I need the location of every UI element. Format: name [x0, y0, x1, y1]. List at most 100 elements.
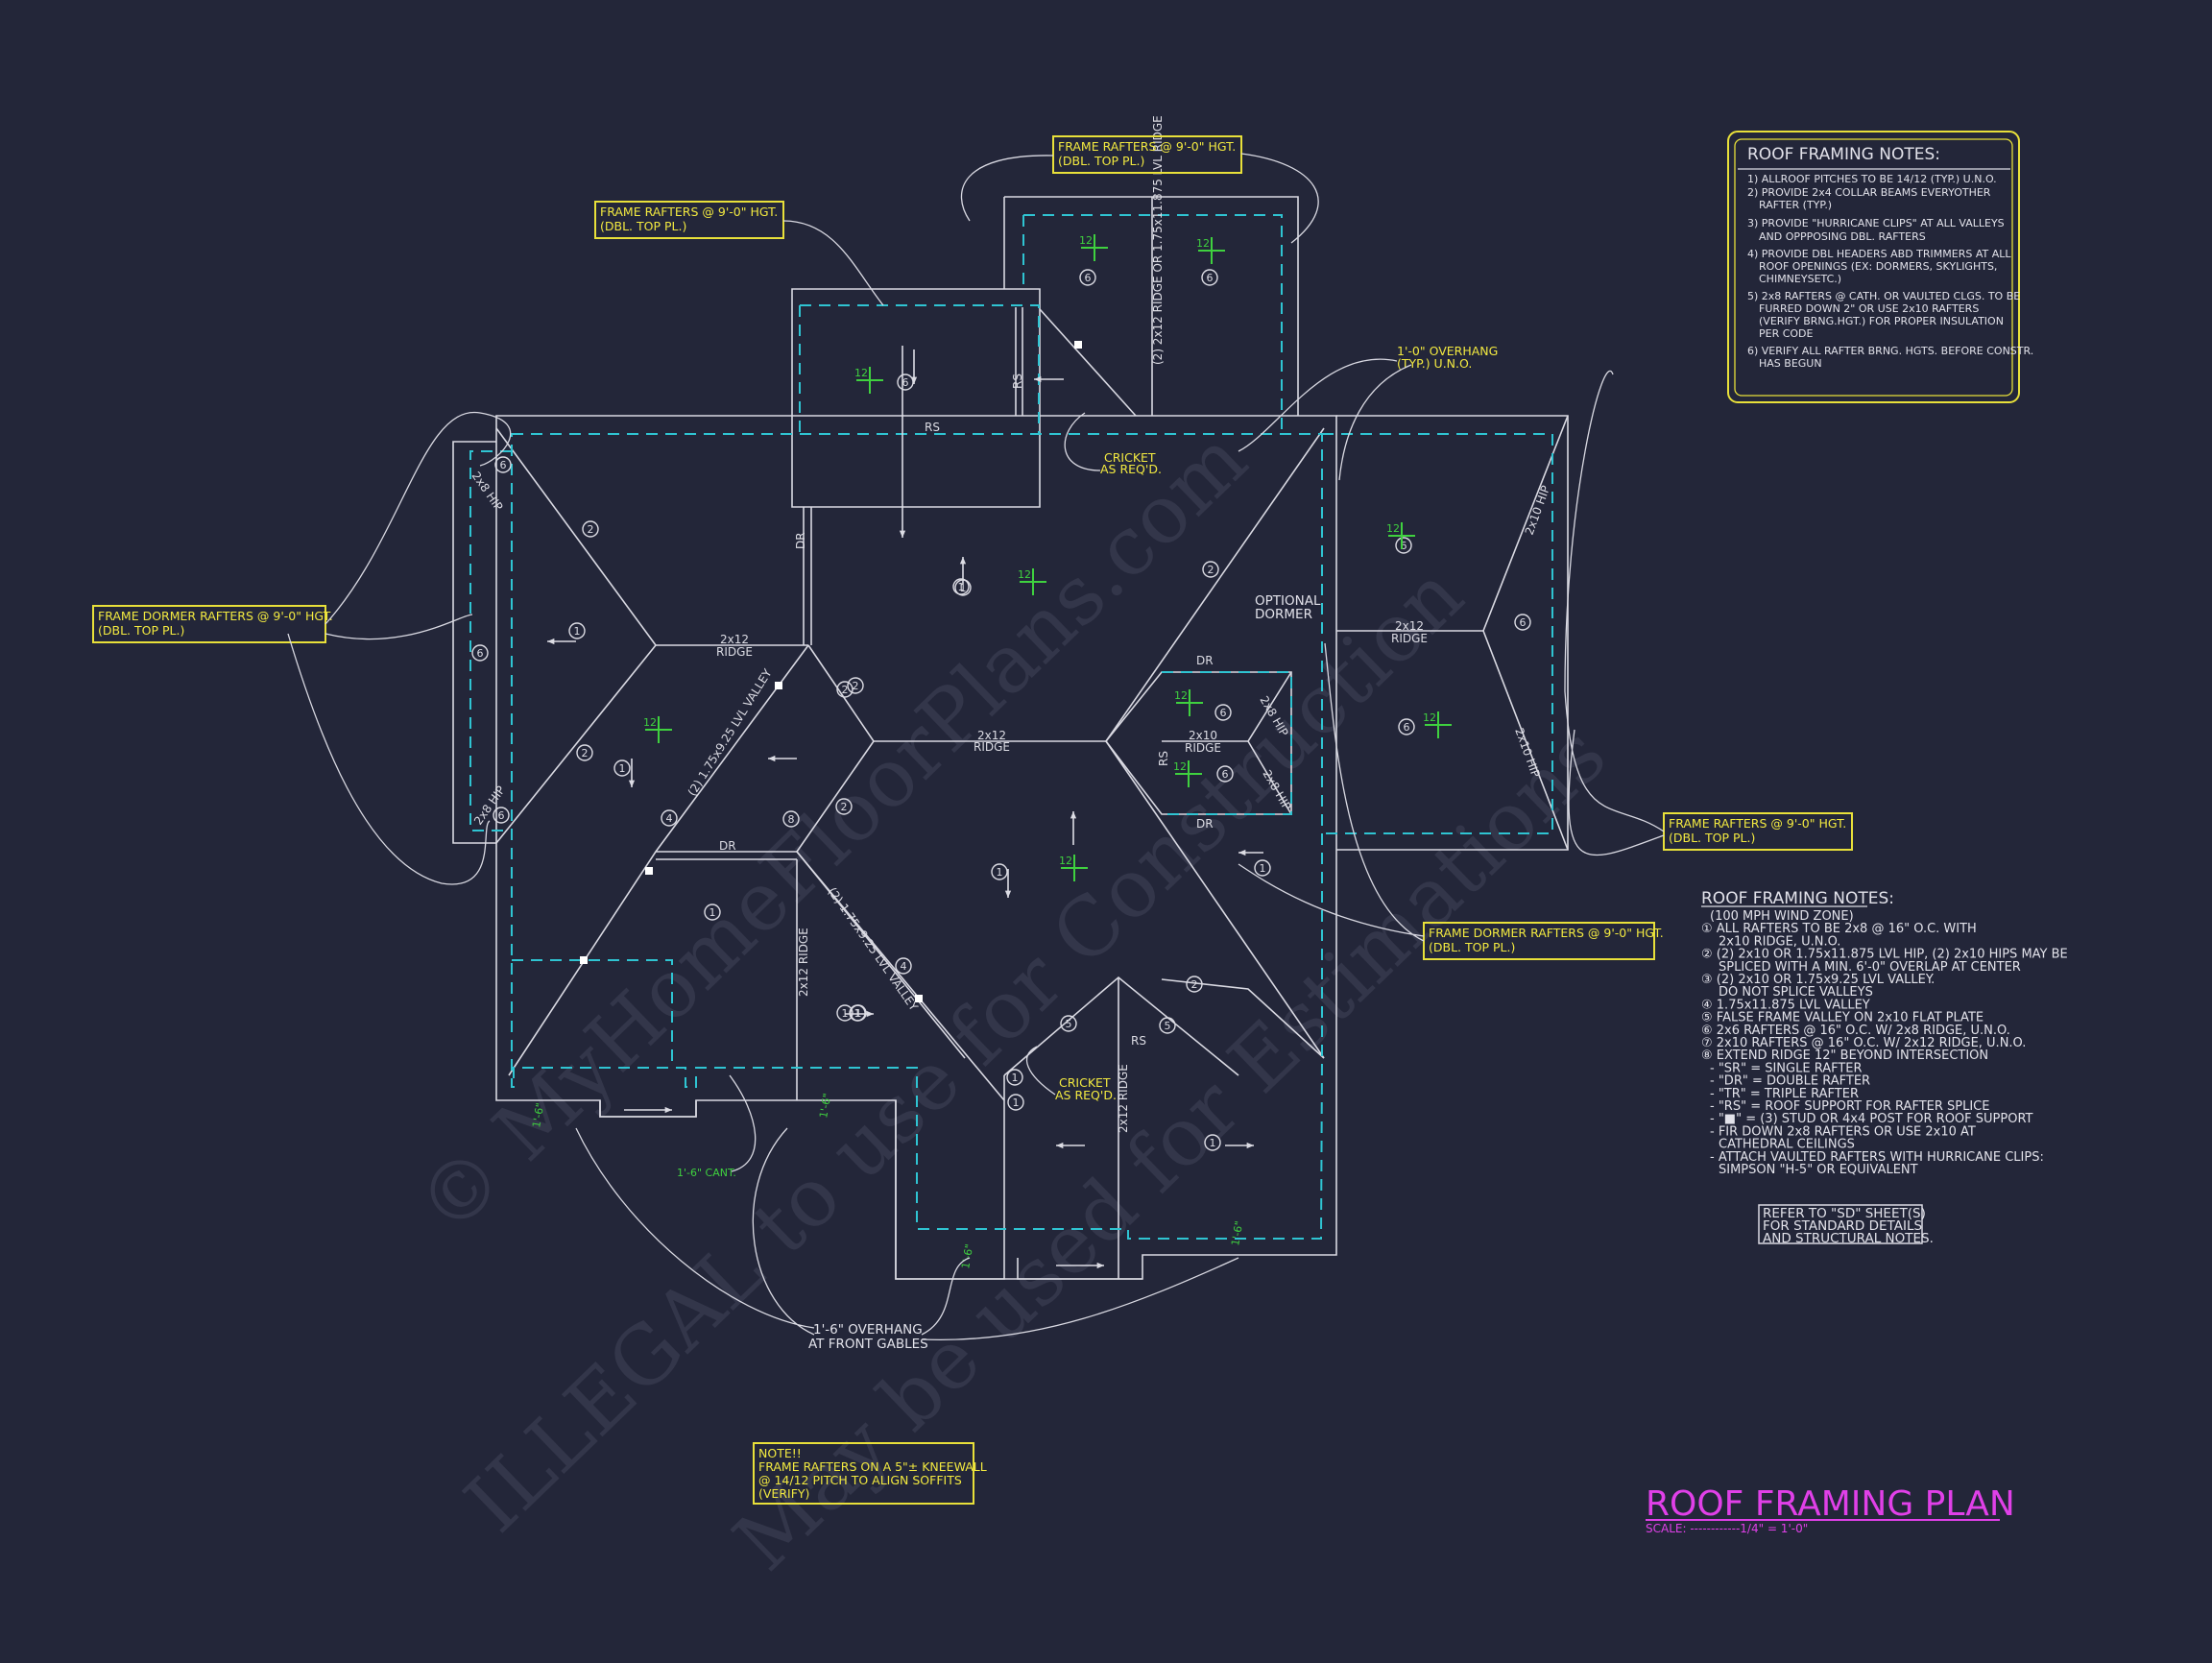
legend-item: ⑧ EXTEND RIDGE 12" BEYOND INTERSECTION: [1701, 1048, 1988, 1063]
cant-label: 1'-6" CANT.: [677, 1167, 736, 1179]
plan-scale: SCALE: ------------1/4" = 1'-0": [1646, 1522, 1808, 1535]
rafter-arrow-head: [768, 755, 776, 762]
key-marker: [835, 798, 853, 815]
callout-text: NOTE!!: [758, 1446, 802, 1460]
key-marker: [1006, 1069, 1023, 1086]
key-marker-label: 4: [901, 960, 907, 973]
key-marker: [1079, 269, 1096, 286]
legend-item: SIMPSON "H-5" OR EQUIVALENT: [1719, 1163, 1918, 1177]
notes-box-item: RAFTER (TYP.): [1759, 199, 1832, 211]
notes-box-item: 1) ALLROOF PITCHES TO BE 14/12 (TYP.) U.…: [1747, 173, 1997, 185]
notes-box-item: 5) 2x8 RAFTERS @ CATH. OR VAULTED CLGS. …: [1747, 290, 2020, 302]
valley-bottom: [796, 851, 1005, 1101]
key-marker: [582, 520, 599, 538]
rafter-arrow-head: [1238, 849, 1246, 856]
ridge-center-label: RIDGE: [974, 740, 1010, 754]
key-marker: [952, 578, 970, 595]
notes-box-item: 3) PROVIDE "HURRICANE CLIPS" AT ALL VALL…: [1747, 217, 2005, 229]
key-marker-label: 6: [500, 459, 507, 471]
key-marker-label: 6: [1520, 616, 1527, 629]
key-marker-label: 6: [477, 647, 484, 660]
notes-box-item: CHIMNEYSETC.): [1759, 273, 1841, 285]
valley-upper-label: (2) 1.75x9.25 LVL VALLEY: [685, 666, 775, 799]
refer-line3: AND STRUCTURAL NOTES.: [1763, 1231, 1934, 1246]
rafter-arrow-head: [1096, 1262, 1104, 1269]
legend-item: - ATTACH VAULTED RAFTERS WITH HURRICANE …: [1710, 1150, 2044, 1165]
top-left-gable-edge: [791, 288, 1041, 508]
callout-text: FRAME RAFTERS @ 9'-0" HGT.: [1058, 139, 1236, 154]
key-marker: [849, 1004, 866, 1022]
pitch-marker-label: 12: [1174, 689, 1188, 702]
valley-lower: [795, 644, 966, 1059]
refer-note: REFER TO "SD" SHEET(S) FOR STANDARD DETA…: [1758, 1204, 1934, 1246]
key-marker-label: 2: [1191, 978, 1198, 991]
cricket-top-line1: CRICKET: [1104, 450, 1156, 465]
ridge-vertical-top: (2) 2x12 RIDGE OR 1.75x11.875 LVL RIDGE: [1151, 115, 1165, 365]
pitch-marker: [1175, 760, 1202, 787]
legend-item: (100 MPH WIND ZONE): [1710, 909, 1854, 924]
key-marker-label: 6: [1401, 540, 1407, 552]
support-post: [645, 867, 653, 875]
key-marker-label: 6: [498, 809, 505, 822]
support-posts: [580, 341, 1082, 1002]
key-marker: [1007, 1094, 1024, 1111]
roof-outline: [452, 196, 1569, 1280]
key-marker-label: 6: [1222, 768, 1229, 781]
left-dormer-edge: [452, 441, 496, 844]
dashed-right: [1322, 433, 1553, 834]
drawing-title: ROOF FRAMING PLAN SCALE: ------------1/4…: [1646, 1484, 2015, 1535]
pitch-marker: [1425, 711, 1452, 738]
key-marker-label: 2: [588, 523, 594, 536]
key-marker: [1214, 704, 1232, 721]
pitch-marker: [1081, 234, 1108, 261]
key-marker-label: 2: [1208, 564, 1214, 576]
callout-frame-dormer-left: FRAME DORMER RAFTERS @ 9'-0" HGT. (DBL. …: [92, 605, 333, 643]
overhang-typ-line2: (TYP.) U.N.O.: [1397, 356, 1472, 371]
callout-text: FRAME DORMER RAFTERS @ 9'-0" HGT.: [1429, 926, 1664, 940]
main-hip-tl: [495, 427, 657, 646]
callout-frame-dormer-right: FRAME DORMER RAFTERS @ 9'-0" HGT. (DBL. …: [1423, 922, 1664, 960]
key-marker: [1395, 537, 1412, 554]
key-marker-label: 1: [958, 581, 965, 593]
key-marker: [1202, 561, 1219, 578]
rs-label-top: RS: [925, 421, 940, 434]
rafter-arrow-head: [899, 530, 906, 538]
optional-dormer-line2: DORMER: [1255, 607, 1312, 622]
dr-label-dormer-top: DR: [1196, 654, 1214, 667]
key-marker-label: 1: [619, 762, 626, 775]
cricket-top-line2: AS REQ'D.: [1100, 462, 1162, 476]
legend-item: ④ 1.75x11.875 LVL VALLEY: [1701, 998, 1870, 1012]
pitch-marker: [1176, 689, 1203, 716]
key-marker-label: 2: [842, 684, 849, 696]
key-marker: [1060, 1015, 1077, 1032]
pitch-marker-label: 12: [1018, 568, 1031, 581]
dashed-main: [511, 433, 1323, 1240]
key-marker: [991, 863, 1008, 880]
rafter-arrow-head: [959, 557, 967, 565]
key-marker-label: 5: [1165, 1020, 1171, 1032]
pitch-marker: [856, 367, 883, 394]
callout-text: (DBL. TOP PL.): [600, 219, 686, 233]
key-marker: [613, 759, 631, 777]
notes-box-item: ROOF OPENINGS (EX: DORMERS, SKYLIGHTS,: [1759, 260, 1997, 273]
pitch-marker-label: 12: [1059, 855, 1072, 867]
main-hip-cr: [1105, 740, 1325, 1059]
notes-box-item: 6) VERIFY ALL RAFTER BRNG. HGTS. BEFORE …: [1747, 345, 2033, 357]
overhang-gables-line1: 1'-6" OVERHANG: [813, 1322, 923, 1338]
key-marker-label: 6: [1207, 272, 1214, 284]
key-marker-label: 1: [1210, 1137, 1216, 1149]
ridge-right-label: RIDGE: [1391, 632, 1428, 645]
refer-line2: FOR STANDARD DETAILS: [1763, 1218, 1922, 1234]
top-gable-valley: [1039, 308, 1137, 417]
key-marker-label: 5: [1066, 1018, 1072, 1030]
key-marker-label: 1: [574, 625, 581, 638]
legend-item: - "TR" = TRIPLE RAFTER: [1710, 1087, 1859, 1101]
callout-text: FRAME RAFTERS @ 9'-0" HGT.: [1669, 816, 1846, 831]
ridge-left-size: 2x12: [720, 633, 749, 646]
refer-line1: REFER TO "SD" SHEET(S): [1763, 1206, 1926, 1221]
dim-bottom-2: 1'-6": [1229, 1220, 1245, 1247]
callout-text: (DBL. TOP PL.): [1429, 940, 1515, 954]
key-marker-label: 2: [841, 801, 848, 813]
